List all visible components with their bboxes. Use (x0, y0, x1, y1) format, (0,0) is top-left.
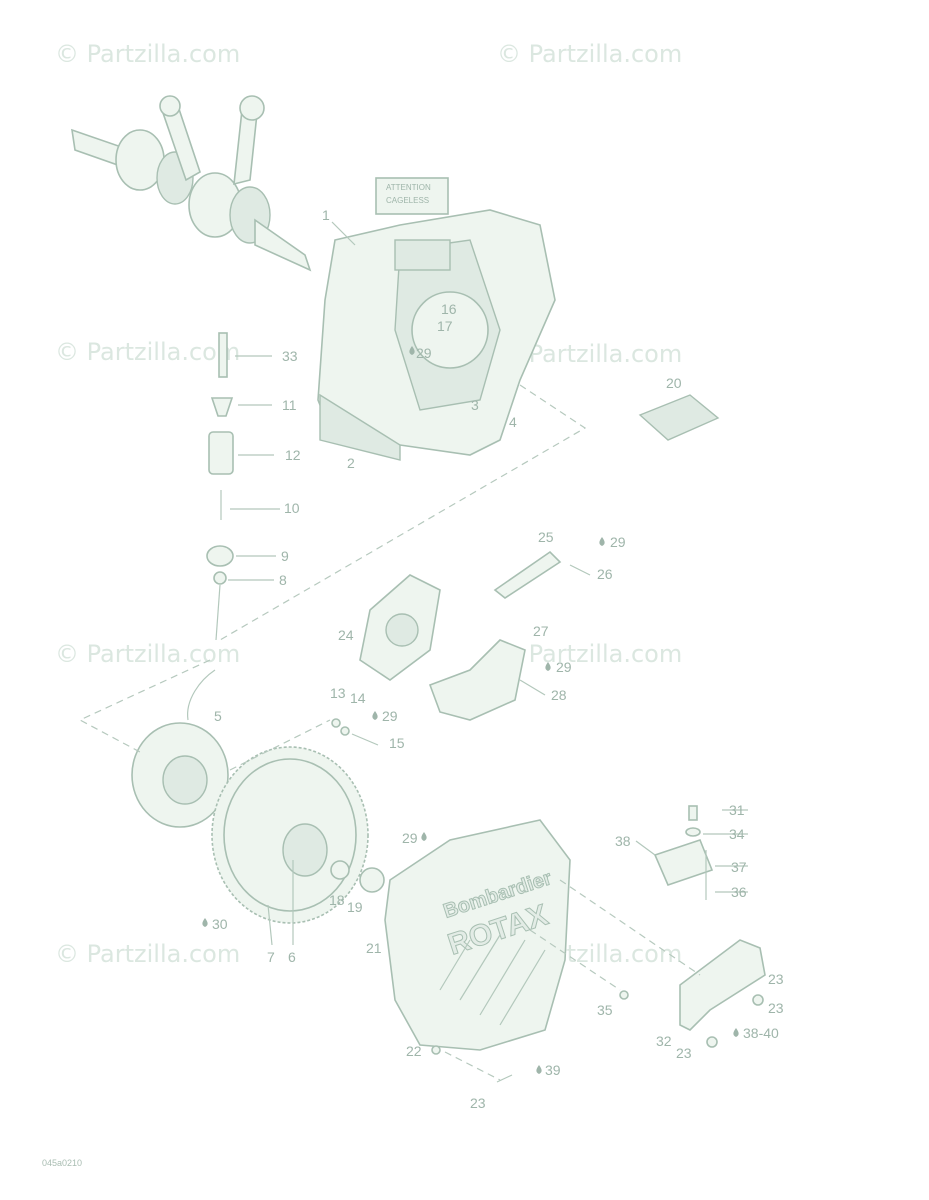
callout-label: 23 (470, 1095, 486, 1111)
watermark: © Partzilla.com (497, 640, 682, 668)
watermark: © Partzilla.com (55, 940, 240, 968)
oil-drop-icon (202, 918, 208, 927)
callout-label: 19 (347, 899, 363, 915)
callout-label: 2 (347, 455, 355, 471)
sign-line1: ATTENTION (386, 183, 431, 192)
attention-sign: ATTENTION CAGELESS (375, 177, 449, 215)
oil-drop-icon (599, 537, 605, 546)
callout-label: 23 (768, 971, 784, 987)
callout-label: 8 (279, 572, 287, 588)
bolt-parts-13-15 (331, 718, 379, 746)
callout-label: 26 (597, 566, 613, 582)
callout-label: 33 (282, 348, 298, 364)
spring-assembly (493, 550, 591, 599)
callout-label: 23 (676, 1045, 692, 1061)
callout-label: 29 (382, 708, 398, 724)
plate-part-24 (359, 574, 441, 681)
oil-drop-icon (733, 1028, 739, 1037)
callout-label: 3 (471, 397, 479, 413)
callout-label: 6 (288, 949, 296, 965)
callout-label: 38-40 (743, 1025, 779, 1041)
callout-label: 35 (597, 1002, 613, 1018)
small-hardware (431, 990, 629, 1083)
oil-drop-icon (545, 662, 551, 671)
callout-label: 27 (533, 623, 549, 639)
callout-label: 28 (551, 687, 567, 703)
oil-drop-icon (536, 1065, 542, 1074)
callout-label: 5 (214, 708, 222, 724)
callout-label: 39 (545, 1062, 561, 1078)
oil-drop-icon (421, 832, 427, 841)
drawing-code: 045a0210 (42, 1158, 82, 1168)
oil-drop-icon (409, 346, 415, 355)
callout-label: 20 (666, 375, 682, 391)
sign-line2: CAGELESS (386, 196, 429, 205)
watermark: © Partzilla.com (497, 40, 682, 68)
callout-label: 9 (281, 548, 289, 564)
watermark: © Partzilla.com (55, 40, 240, 68)
assembly-lines (78, 384, 701, 1081)
gasket-part-20 (638, 394, 720, 441)
callout-label: 32 (656, 1033, 672, 1049)
callout-label: 7 (267, 949, 275, 965)
callout-label: 17 (437, 318, 453, 334)
starter-components (206, 332, 234, 641)
callout-label: 22 (406, 1043, 422, 1059)
oil-drop-icon (372, 711, 378, 720)
crankshaft (71, 95, 312, 272)
callout-label: 30 (212, 916, 228, 932)
callout-label: 23 (768, 1000, 784, 1016)
watermark: © Partzilla.com (55, 338, 240, 366)
crankcase (317, 209, 556, 461)
watermark: © Partzilla.com (55, 640, 240, 668)
callout-label: 13 (330, 685, 346, 701)
callout-label: 29 (402, 830, 418, 846)
callout-label: 36 (731, 884, 747, 900)
stator-part-5 (131, 669, 229, 828)
leader-lines (228, 221, 748, 946)
callout-label: 37 (731, 859, 747, 875)
callout-labels: 1 2 3 4 5 6 7 8 9 10 11 12 13 14 15 16 1… (212, 207, 784, 1111)
callout-label: 12 (285, 447, 301, 463)
callout-label: 10 (284, 500, 300, 516)
callout-label: 31 (729, 802, 745, 818)
oil-drop-icons (202, 346, 739, 1074)
callout-label: 29 (416, 345, 432, 361)
callout-label: 11 (282, 397, 297, 413)
callout-label: 18 (329, 892, 345, 908)
callout-label: 38 (615, 833, 631, 849)
callout-label: 21 (366, 940, 382, 956)
cover-part-21: Bombardier ROTAX (384, 819, 571, 1051)
bracket-parts-31-38 (653, 805, 714, 900)
callout-label: 16 (441, 301, 457, 317)
callout-label: 29 (610, 534, 626, 550)
callout-label: 1 (322, 207, 330, 223)
bracket-part-23 (679, 939, 766, 1048)
callout-label: 24 (338, 627, 354, 643)
callout-label: 4 (509, 414, 517, 430)
callout-label: 29 (556, 659, 572, 675)
callout-label: 15 (389, 735, 405, 751)
flywheel-part-7 (211, 746, 385, 924)
callout-label: 34 (729, 826, 745, 842)
bearing-part-27 (428, 639, 546, 721)
callout-label: 25 (538, 529, 554, 545)
callout-label: 14 (350, 690, 366, 706)
